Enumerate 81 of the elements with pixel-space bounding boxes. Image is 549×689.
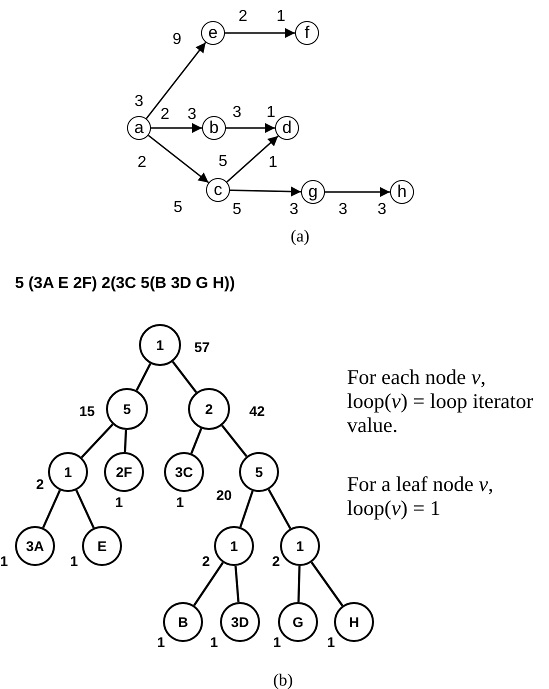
tree-edge <box>268 488 292 530</box>
weight-label: 3 <box>188 107 196 123</box>
tree-node-circle: 5 <box>106 388 148 430</box>
tree-edge <box>221 424 248 458</box>
tree-edge <box>193 562 224 606</box>
tree-node-circle: 1 <box>48 452 88 492</box>
weight-label: 3 <box>134 94 144 110</box>
weight-label: 3 <box>338 202 348 218</box>
weight-label: 3 <box>378 202 386 218</box>
tree-edge <box>234 566 240 602</box>
tree-node-circle: E <box>82 526 122 566</box>
panel-caption: (b) <box>273 672 293 688</box>
tree-node-circle: 1 <box>139 324 181 366</box>
tree-edge <box>80 424 114 458</box>
tree-edge <box>42 490 61 528</box>
tree-node-circle: 3D <box>220 602 260 642</box>
tree-node-circle: B <box>163 602 203 642</box>
tree-edge <box>297 566 301 602</box>
tree-node-circle: 5 <box>239 452 279 492</box>
graph-node-circle: f <box>295 21 319 45</box>
loop-count-label: 15 <box>79 404 95 418</box>
graph-node-circle: d <box>275 116 299 140</box>
graph-node-circle: c <box>206 178 230 202</box>
tree-node-circle: 1 <box>280 526 320 566</box>
arrow <box>226 123 275 133</box>
arrow <box>148 134 210 184</box>
weight-label: 3 <box>232 105 242 121</box>
tree-edge <box>239 490 254 528</box>
loop-count-label: 1 <box>70 554 78 568</box>
arrow <box>325 187 390 197</box>
weight-label: 1 <box>266 105 276 121</box>
tree-edge <box>75 490 95 528</box>
loop-count-label: 57 <box>194 340 210 354</box>
graph-node-circle: a <box>127 116 151 140</box>
arrow <box>151 123 202 133</box>
panel-caption: (a) <box>290 228 310 244</box>
tree-edge <box>172 361 198 393</box>
loop-count-label: 1 <box>210 635 218 649</box>
tree-edge <box>190 428 202 454</box>
arrow <box>230 186 302 197</box>
loop-count-label: 2 <box>202 554 210 568</box>
graph-node-circle: h <box>390 180 414 204</box>
weight-label: 2 <box>160 107 170 123</box>
note-text: For each node v, loop(v) = loop iterator value. <box>347 365 534 438</box>
weight-label: 5 <box>218 154 228 170</box>
weight-label: 3 <box>290 202 298 218</box>
loop-count-label: 1 <box>176 495 184 509</box>
weight-label: 5 <box>232 202 242 218</box>
weight-label: 9 <box>172 32 182 48</box>
loop-expression: 5 (3A E 2F) 2(3C 5(B 3D G H)) <box>15 276 235 292</box>
loop-count-label: 1 <box>273 635 281 649</box>
loop-count-label: 1 <box>115 495 123 509</box>
graph-node-circle: b <box>202 116 226 140</box>
tree-edge <box>310 562 344 606</box>
loop-count-label: 20 <box>216 488 232 502</box>
weight-label: 5 <box>174 200 182 216</box>
tree-node-circle: 1 <box>214 526 254 566</box>
graph-node-circle: e <box>201 21 225 45</box>
weight-label: 1 <box>276 9 286 25</box>
loop-count-label: 2 <box>272 554 280 568</box>
weight-label: 2 <box>138 155 146 171</box>
tree-node-circle: G <box>278 602 318 642</box>
tree-node-circle: 3A <box>15 526 55 566</box>
arrow <box>146 42 206 119</box>
arrow <box>225 28 295 38</box>
loop-count-label: 1 <box>327 635 335 649</box>
tree-node-circle: 2F <box>104 452 144 492</box>
graph-node-circle: g <box>301 180 325 204</box>
tree-node-circle: 3C <box>164 452 204 492</box>
loop-count-label: 42 <box>249 404 265 418</box>
tree-node-circle: H <box>334 602 374 642</box>
arrow <box>226 135 279 183</box>
tree-edge <box>124 430 128 452</box>
loop-count-label: 1 <box>157 635 165 649</box>
loop-count-label: 2 <box>36 477 44 491</box>
tree-node-circle: 2 <box>188 388 230 430</box>
loop-count-label: 1 <box>0 554 8 568</box>
note-text: For a leaf node v, loop(v) = 1 <box>347 472 494 520</box>
tree-edge <box>136 363 152 391</box>
weight-label: 1 <box>268 155 278 171</box>
weight-label: 2 <box>238 9 248 25</box>
